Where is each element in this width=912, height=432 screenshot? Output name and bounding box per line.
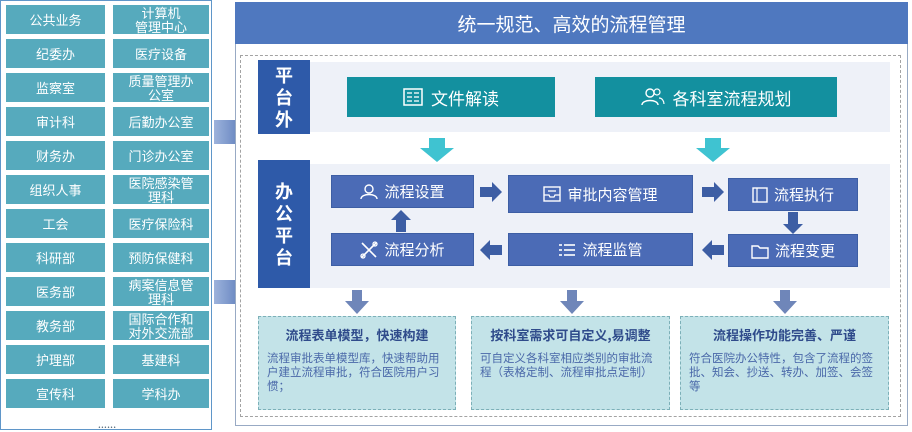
department-more: ...... bbox=[97, 416, 117, 432]
outer-platform-label: 平 台 外 bbox=[258, 60, 310, 134]
department-item[interactable]: 国际合作和 对外交流部 bbox=[113, 311, 209, 340]
department-item[interactable]: 医务部 bbox=[6, 277, 105, 306]
department-item[interactable]: 审计科 bbox=[6, 107, 105, 136]
feature-box-customizable: 按科室需求可自定义,易调整 可自定义各科室相应类别的审批流程（表格定制、流程审批… bbox=[471, 316, 670, 410]
feature-body: 流程审批表单模型库，快速帮助用户建立流程审批，符合医院用户习惯； bbox=[267, 350, 440, 394]
file-icon bbox=[752, 186, 768, 203]
step-label: 流程执行 bbox=[773, 184, 834, 205]
step-label: 流程分析 bbox=[384, 239, 445, 260]
department-item[interactable]: 医院感染管 理科 bbox=[113, 175, 209, 204]
department-item[interactable]: 监察室 bbox=[6, 73, 105, 102]
department-item[interactable]: 病案信息管 理科 bbox=[113, 277, 209, 306]
arrow-up-icon bbox=[391, 210, 411, 232]
step-process-monitor[interactable]: 流程监管 bbox=[508, 233, 693, 266]
arrow-down-icon bbox=[560, 290, 584, 314]
arrow-down-icon bbox=[773, 290, 797, 314]
step-process-change[interactable]: 流程变更 bbox=[728, 234, 858, 267]
button-label: 各科室流程规划 bbox=[672, 84, 792, 110]
step-label: 审批内容管理 bbox=[567, 183, 658, 205]
arrow-left-icon bbox=[702, 240, 724, 260]
list-icon bbox=[559, 243, 576, 256]
button-label: 文件解读 bbox=[431, 84, 499, 110]
arrow-right-icon bbox=[480, 182, 502, 202]
office-platform-label: 办 公 平 台 bbox=[258, 160, 310, 288]
department-item[interactable]: 护理部 bbox=[6, 345, 105, 374]
arrow-down-icon bbox=[420, 138, 454, 162]
page-title: 统一规范、高效的流程管理 bbox=[235, 2, 908, 44]
department-item[interactable]: 公共业务 bbox=[6, 5, 105, 34]
label-char: 平 bbox=[275, 222, 293, 248]
department-item[interactable]: 医疗保险科 bbox=[113, 209, 209, 238]
label-char: 台 bbox=[275, 244, 293, 270]
dept-process-planning-button[interactable]: 各科室流程规划 bbox=[595, 77, 837, 117]
feature-body: 可自定义各科室相应类别的审批流程（表格定制、流程审批点定制） bbox=[480, 350, 653, 380]
arrow-right-icon bbox=[702, 182, 724, 202]
feature-box-operation: 流程操作功能完善、严谨 符合医院办公特性，包含了流程的签批、知会、抄送、转办、加… bbox=[680, 316, 889, 410]
folder-icon bbox=[751, 244, 769, 259]
inbox-icon bbox=[543, 186, 562, 202]
label-char: 台 bbox=[275, 84, 293, 110]
department-item[interactable]: 财务办 bbox=[6, 141, 105, 170]
department-item[interactable]: 组织人事 bbox=[6, 175, 105, 204]
department-item[interactable]: 纪委办 bbox=[6, 39, 105, 68]
feature-title: 按科室需求可自定义,易调整 bbox=[490, 325, 651, 344]
arrow-down-icon bbox=[696, 138, 730, 162]
department-item[interactable]: 教务部 bbox=[6, 311, 105, 340]
department-item[interactable]: 科研部 bbox=[6, 243, 105, 272]
label-char: 平 bbox=[275, 62, 293, 88]
department-item[interactable]: 学科办 bbox=[113, 379, 209, 408]
document-interpret-button[interactable]: 文件解读 bbox=[347, 77, 555, 117]
department-item[interactable]: 工会 bbox=[6, 209, 105, 238]
department-item[interactable]: 基建科 bbox=[113, 345, 209, 374]
arrow-down-icon bbox=[783, 212, 803, 234]
step-process-analysis[interactable]: 流程分析 bbox=[331, 233, 474, 266]
feature-title: 流程表单模型，快速构建 bbox=[285, 325, 429, 344]
department-item[interactable]: 质量管理办 公室 bbox=[113, 73, 209, 102]
department-item[interactable]: 计算机 管理中心 bbox=[113, 5, 209, 34]
step-approval-content[interactable]: 审批内容管理 bbox=[508, 175, 693, 213]
arrow-down-icon bbox=[345, 290, 369, 314]
step-process-setup[interactable]: 流程设置 bbox=[331, 175, 474, 208]
step-label: 流程变更 bbox=[774, 240, 835, 261]
feature-title: 流程操作功能完善、严谨 bbox=[712, 325, 856, 344]
label-char: 外 bbox=[275, 106, 293, 132]
label-char: 办 bbox=[275, 178, 293, 204]
feature-box-form-model: 流程表单模型，快速构建 流程审批表单模型库，快速帮助用户建立流程审批，符合医院用… bbox=[258, 316, 456, 410]
arrow-left-icon bbox=[480, 240, 502, 260]
step-process-execute[interactable]: 流程执行 bbox=[728, 178, 858, 211]
department-item[interactable]: 宣传科 bbox=[6, 379, 105, 408]
feature-body: 符合医院办公特性，包含了流程的签批、知会、抄送、转办、加签、会签等 bbox=[689, 350, 873, 394]
department-item[interactable]: 医疗设备 bbox=[113, 39, 209, 68]
users-icon bbox=[640, 88, 665, 106]
department-panel: 公共业务 纪委办 监察室 审计科 财务办 组织人事 工会 科研部 医务部 教务部… bbox=[0, 0, 212, 430]
step-label: 流程设置 bbox=[384, 181, 445, 202]
inner-frame bbox=[240, 55, 901, 417]
document-icon bbox=[403, 88, 423, 106]
user-icon bbox=[360, 183, 379, 199]
department-item[interactable]: 预防保健科 bbox=[113, 243, 209, 272]
step-label: 流程监管 bbox=[582, 239, 643, 260]
label-char: 公 bbox=[275, 200, 293, 226]
department-item[interactable]: 后勤办公室 bbox=[113, 107, 209, 136]
tools-icon bbox=[360, 240, 379, 259]
department-item[interactable]: 门诊办公室 bbox=[113, 141, 209, 170]
